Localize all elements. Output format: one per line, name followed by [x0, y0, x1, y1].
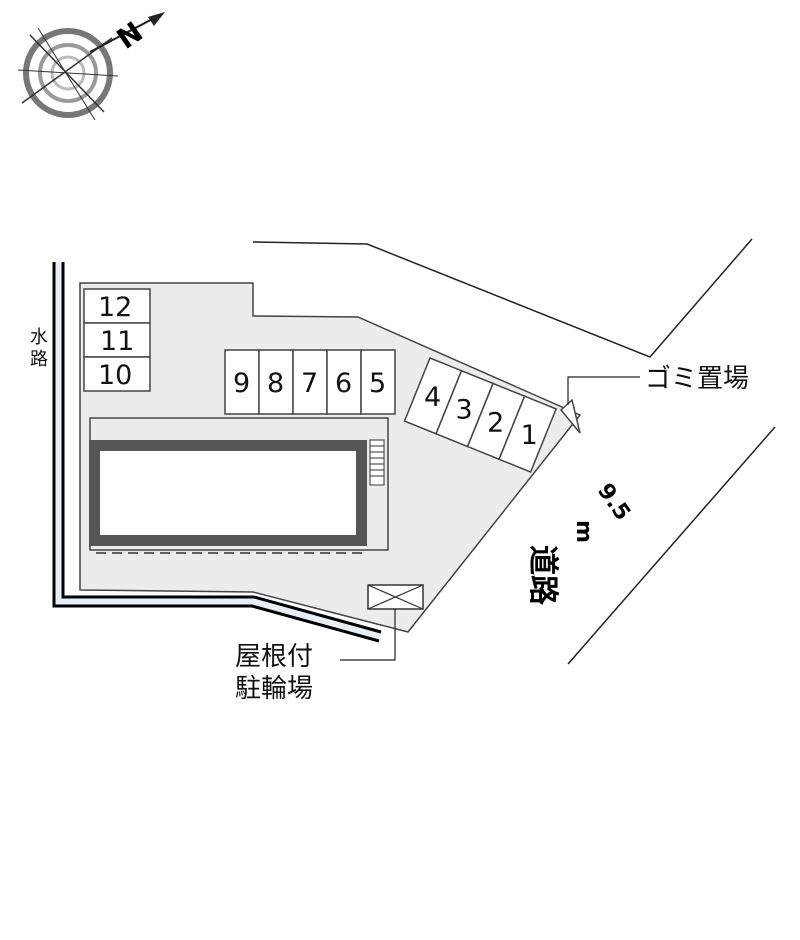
- road-width-value: 9.5: [592, 479, 635, 525]
- parking-number: 8: [267, 368, 284, 399]
- parking-space: [224, 349, 260, 415]
- parking-space: [83, 356, 151, 392]
- parking-space: [498, 395, 558, 473]
- parking-space: [292, 349, 328, 415]
- parking-number: 6: [335, 368, 352, 399]
- parking-number: 2: [487, 407, 504, 438]
- parking-group-east: 4 3 2 1: [403, 357, 558, 473]
- building-interior: [100, 451, 356, 535]
- waterway-label-2: 路: [30, 349, 48, 370]
- parking-number: 10: [98, 360, 132, 391]
- parking-number: 9: [233, 368, 250, 399]
- parking-space: [83, 322, 151, 358]
- north-label: N: [111, 15, 149, 55]
- road-width-unit: m: [571, 520, 596, 543]
- parking-number: 5: [369, 368, 386, 399]
- road-edge: [567, 426, 776, 665]
- parking-number: 4: [424, 382, 441, 413]
- bicycle-label-1: 屋根付: [235, 642, 313, 672]
- parking-number: 1: [521, 420, 538, 451]
- garbage-label: ゴミ置場: [645, 364, 749, 394]
- waterway-label-1: 水: [30, 327, 48, 348]
- parking-number: 7: [301, 368, 318, 399]
- road-label: 道路: [525, 545, 560, 606]
- bicycle-parking: [367, 584, 424, 610]
- parking-space: [360, 349, 396, 415]
- parking-number: 12: [98, 292, 132, 323]
- bicycle-label-2: 駐輪場: [235, 674, 313, 704]
- parking-number: 11: [100, 326, 134, 357]
- bicycle-leader-line: [340, 609, 396, 661]
- stairs: [369, 439, 385, 486]
- garbage-leader-line: [567, 376, 640, 405]
- compass-rose-icon: N: [17, 12, 165, 121]
- parking-group-middle: 9 8 7 6 5: [224, 349, 396, 415]
- waterway: [52, 262, 382, 643]
- garbage-area: [559, 398, 581, 434]
- neighbor-plot-outline: [252, 238, 753, 358]
- parking-group-west: 12 11 10: [83, 288, 151, 392]
- parking-space: [258, 349, 294, 415]
- parking-number: 3: [456, 395, 473, 426]
